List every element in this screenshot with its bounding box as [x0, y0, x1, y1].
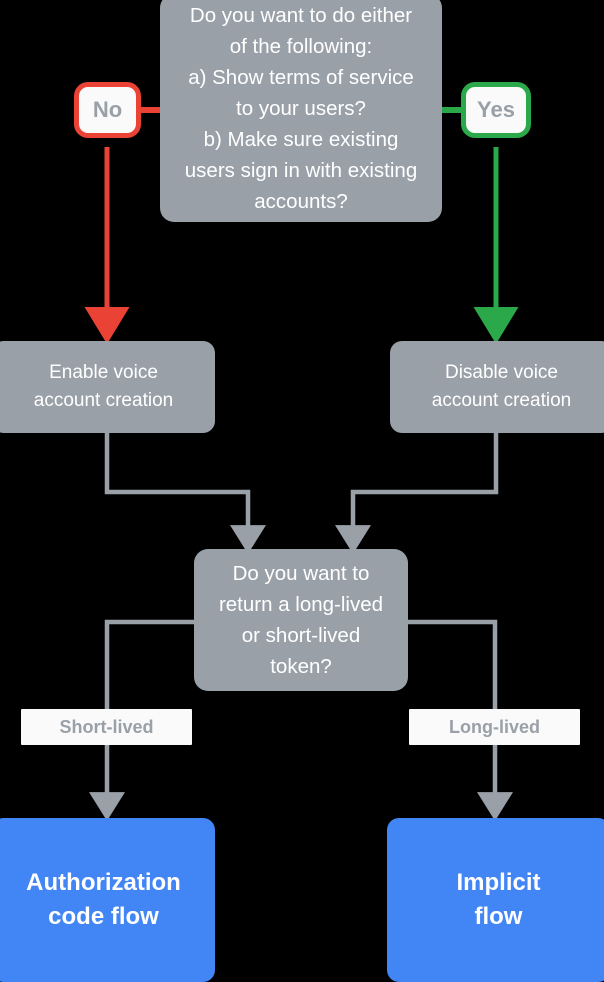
- branch-badge-yes[interactable]: Yes: [461, 82, 531, 138]
- decision-node-question-one[interactable]: Do you want to do either of the followin…: [160, 0, 442, 222]
- process-node-disable-voice-account-creation-label: Disable voice account creation: [431, 362, 572, 411]
- edge-label-long-lived: Long-lived: [409, 709, 580, 745]
- process-node-enable-voice-account-creation-label: Enable voice account creation: [33, 362, 174, 411]
- process-node-enable-voice-account-creation[interactable]: Enable voice account creation: [0, 341, 215, 433]
- terminal-node-implicit-flow-label: Implicit flow: [456, 869, 541, 930]
- edge-label-short-lived-text: Short-lived: [59, 716, 154, 737]
- decision-node-question-one-label: Do you want to do either of the followin…: [184, 3, 418, 213]
- terminal-node-authorization-code-flow-label: Authorization code flow: [26, 869, 181, 930]
- branch-badge-no[interactable]: No: [74, 82, 141, 138]
- branch-badge-no-label: No: [92, 97, 123, 122]
- decision-node-question-two-label: Do you want to return a long-lived or sh…: [218, 562, 384, 678]
- branch-badge-yes-label: Yes: [477, 97, 515, 122]
- decision-node-question-two[interactable]: Do you want to return a long-lived or sh…: [194, 549, 408, 691]
- terminal-node-authorization-code-flow[interactable]: Authorization code flow: [0, 818, 215, 982]
- edge-label-long-lived-text: Long-lived: [449, 716, 540, 737]
- connector-enable-to-question2: [104, 433, 266, 554]
- connector-disable-to-question2: [335, 433, 499, 554]
- process-node-disable-voice-account-creation[interactable]: Disable voice account creation: [390, 341, 604, 433]
- edge-label-short-lived: Short-lived: [21, 709, 192, 745]
- terminal-node-implicit-flow[interactable]: Implicit flow: [387, 818, 604, 982]
